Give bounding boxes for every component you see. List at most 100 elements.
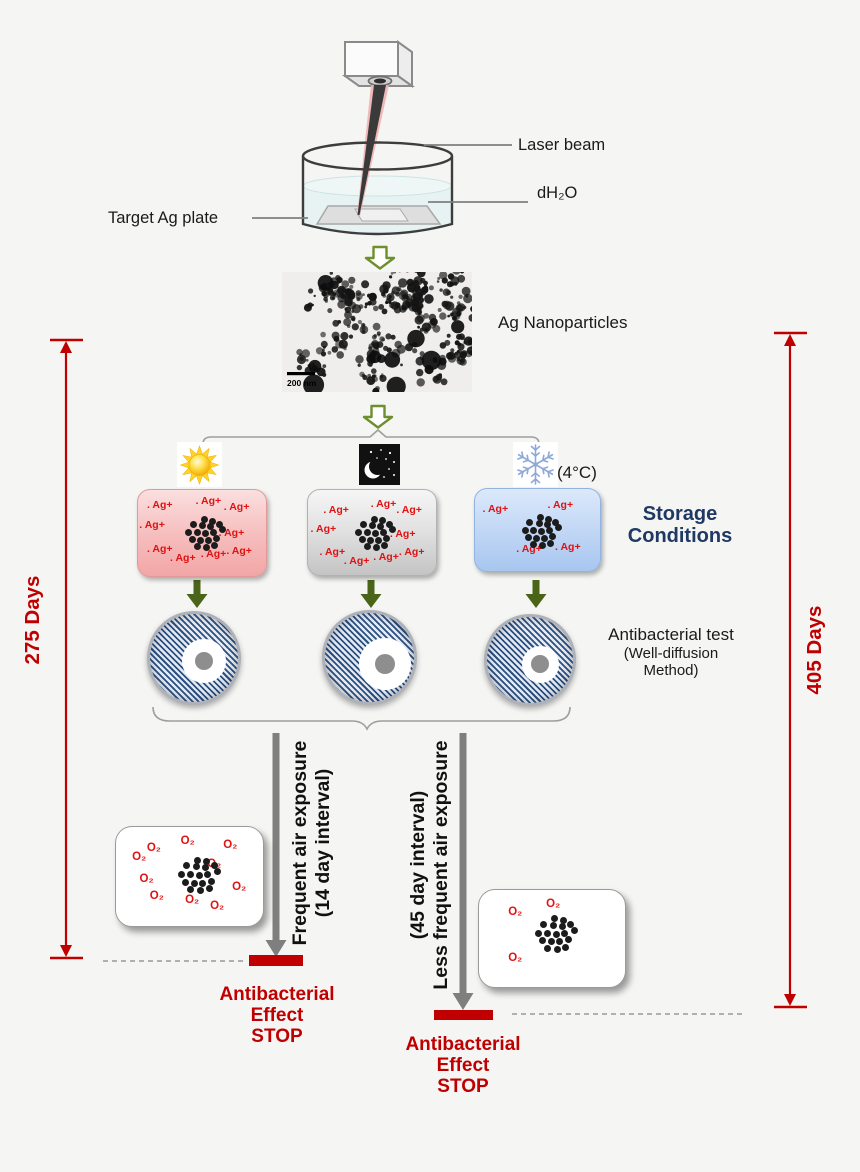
nanoparticle-dot	[194, 856, 202, 864]
nanoparticle-dot	[539, 541, 546, 549]
oxygen-label: O₂	[508, 952, 523, 965]
inhibition-zone	[521, 645, 559, 683]
temp-note: (4°C)	[557, 463, 597, 482]
stop-bar-left	[249, 955, 303, 966]
nanoparticle-dot	[193, 863, 201, 871]
nanoparticle-dot	[208, 517, 216, 525]
silver-ion-label: . Ag+	[146, 499, 173, 512]
nanoparticle-dot	[553, 945, 561, 953]
nanoparticle-dot	[533, 534, 541, 542]
nanoparticle-dot	[525, 534, 533, 542]
nanoparticle-dot	[369, 521, 377, 529]
nanoparticle-dot	[205, 885, 213, 893]
nanoparticle-dot	[378, 517, 386, 525]
timeline-label-left: 275 Days	[21, 575, 44, 665]
nanoparticle-dot	[535, 929, 543, 937]
nanoparticle-dot	[521, 527, 529, 535]
nanoparticle-dot	[209, 529, 217, 537]
test-subtitle-line2: Method)	[643, 662, 699, 679]
nanoparticle-dot	[197, 536, 205, 544]
nanoparticle-cluster	[344, 512, 402, 556]
stop-label-right: Antibacterial Effect STOP	[393, 1034, 533, 1097]
nanoparticle-dot	[371, 529, 379, 537]
nanoparticle-dot	[201, 529, 209, 537]
oxygen-label: O₂	[132, 850, 147, 863]
nanoparticle-dot	[215, 521, 223, 529]
nanoparticle-dot	[535, 519, 543, 527]
nanoparticle-dot	[193, 543, 201, 551]
stop-left-line3: STOP	[251, 1026, 303, 1047]
timeline-label-right: 405 Days	[803, 605, 826, 695]
nanoparticle-dot	[537, 527, 545, 535]
nanoparticle-dot	[372, 543, 380, 551]
silver-ion-label: . Ag+	[226, 545, 252, 558]
silver-ion-label: . Ag+	[170, 551, 196, 564]
scale-bar	[287, 372, 315, 376]
test-title: Antibacterial test	[608, 625, 734, 644]
silver-ion-label: . Ag+	[482, 502, 509, 515]
nanoparticle-dot	[543, 944, 551, 952]
oxygen-box-right: O₂ O₂ O₂	[478, 889, 626, 988]
nanoparticle-dot	[207, 522, 215, 530]
silver-ion-label: . Ag+	[139, 519, 165, 532]
nanoparticle-dot	[545, 527, 553, 535]
dish-well	[531, 655, 549, 673]
nanoparticle-dot	[363, 528, 371, 536]
nanoparticle-dot	[219, 526, 227, 534]
timeline-arrow-right	[774, 331, 807, 1009]
nanoparticle-dot	[547, 938, 555, 946]
nanoparticle-dot	[380, 542, 388, 549]
flow-label-left: Frequent air exposure (14 day interval)	[289, 728, 335, 958]
nanoparticle-dot	[561, 929, 569, 937]
nanoparticle-dot	[538, 937, 546, 945]
laser-device-icon	[341, 40, 416, 88]
snowflake-icon	[513, 442, 558, 487]
silver-ion-label: . Ag+	[373, 551, 399, 564]
silver-ion-label: . Ag+	[146, 543, 173, 556]
nanoparticle-dot	[551, 519, 559, 527]
tem-image: 200 nm	[282, 257, 477, 402]
nanoparticle-dot	[199, 522, 207, 530]
nanoparticle-dot	[555, 524, 563, 532]
nanoparticle-dot	[187, 870, 195, 878]
nanoparticle-dot	[564, 936, 572, 944]
silver-ion-label: . Ag+	[319, 546, 346, 559]
oxygen-label: O₂	[546, 897, 561, 910]
nanoparticle-dot	[355, 528, 363, 536]
storage-conditions-title: Storage Conditions	[598, 503, 762, 547]
down-arrow-icon	[362, 404, 394, 429]
nanoparticle-dot	[210, 862, 218, 870]
nanoparticle-dot	[540, 920, 548, 928]
nanoparticle-dot	[529, 541, 537, 549]
water-label: dH₂O	[537, 184, 578, 202]
oxygen-label: O₂	[210, 900, 225, 913]
nanoparticle-dot	[383, 534, 391, 542]
oxygen-label: O₂	[149, 890, 164, 903]
flow-label-right: (45 day interval) Less frequent air expo…	[407, 730, 453, 1000]
silver-ion-label: . Ag+	[547, 498, 574, 511]
nanoparticle-dot	[360, 520, 368, 528]
nanoparticle-dot	[182, 878, 190, 886]
nanoparticle-dot	[571, 926, 579, 934]
dish-well	[195, 652, 213, 670]
nanoparticle-dot	[552, 930, 560, 938]
solid-down-arrows	[186, 580, 547, 608]
moon-icon	[359, 444, 400, 485]
oxygen-label: O₂	[232, 881, 247, 894]
nanoparticle-dot	[375, 536, 383, 544]
oxygen-label: O₂	[146, 841, 161, 854]
petri-dish	[147, 611, 241, 705]
dish-well	[374, 653, 395, 674]
stop-right-line2: Effect	[436, 1055, 490, 1076]
silver-ion-label: . Ag+	[323, 504, 349, 517]
inhibition-zone	[358, 637, 411, 690]
oxygen-label: O₂	[508, 906, 523, 919]
nanoparticle-dot	[550, 921, 558, 929]
beaker	[301, 85, 454, 236]
storage-box-dark: . Ag+. Ag+. Ag+. Ag+. Ag+. Ag+. Ag+. Ag+…	[307, 489, 437, 576]
flow-label-left-line1: Frequent air exposure	[289, 740, 311, 946]
nanoparticle-dot	[195, 871, 203, 879]
sun-icon	[177, 442, 222, 487]
